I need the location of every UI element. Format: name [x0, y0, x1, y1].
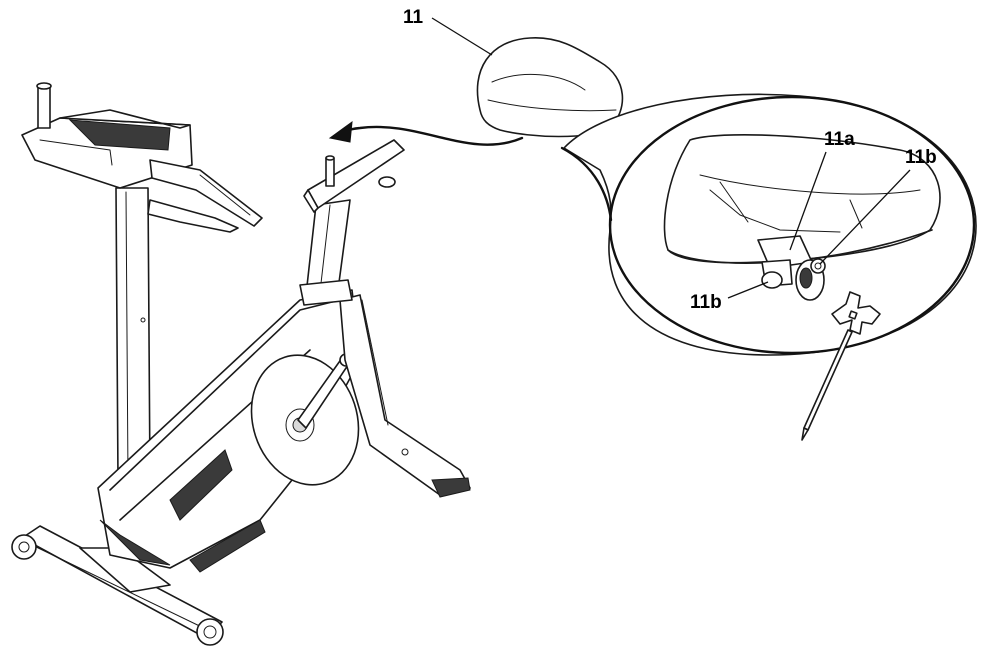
- seat: [476, 37, 624, 138]
- wrench-icon: [801, 291, 881, 441]
- front-stabilizer: [11, 525, 224, 646]
- curved-arrow-icon: [328, 120, 524, 146]
- main-frame: [97, 289, 471, 573]
- label-11b-left: 11b: [690, 292, 722, 313]
- label-11: 11: [403, 7, 424, 28]
- label-11a: 11a: [824, 129, 855, 150]
- callout-seat: 11: [403, 7, 493, 56]
- callout-seat-post-adjuster: 11a: [789, 129, 855, 251]
- console: [21, 82, 263, 233]
- label-11b-right: 11b: [905, 147, 937, 168]
- callout-nut-right: 11b: [819, 147, 937, 265]
- callout-nut-left: 11b: [690, 281, 769, 313]
- console-mast: [115, 187, 151, 481]
- seat-underside-detail: [663, 134, 941, 301]
- seat-post: [299, 139, 405, 306]
- exercise-bike: [11, 82, 471, 646]
